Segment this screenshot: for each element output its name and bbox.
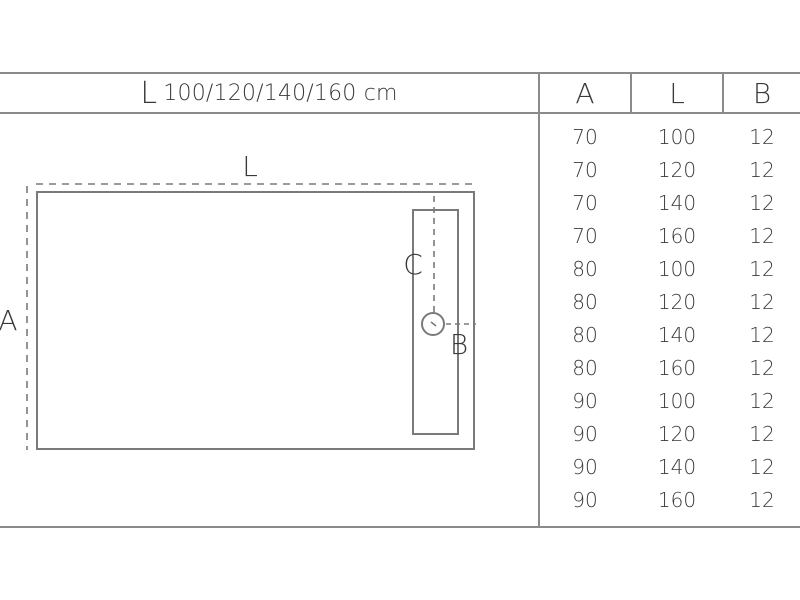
table-cell-a: 80 bbox=[572, 323, 598, 347]
width-label: A bbox=[0, 304, 18, 337]
length-label: L bbox=[242, 150, 258, 183]
table-cell-l: 160 bbox=[657, 224, 697, 248]
table-cell-a: 80 bbox=[572, 356, 598, 380]
table-cell-l: 160 bbox=[657, 356, 697, 380]
table-cell-a: 70 bbox=[572, 158, 598, 182]
table-cell-b: 12 bbox=[749, 191, 775, 215]
table-bottom-border bbox=[0, 526, 800, 528]
table-cell-a: 90 bbox=[572, 422, 598, 446]
column-header-l: L bbox=[669, 76, 685, 110]
table-cell-a: 70 bbox=[572, 191, 598, 215]
table-cell-b: 12 bbox=[749, 422, 775, 446]
table-cell-b: 12 bbox=[749, 323, 775, 347]
table-cell-l: 140 bbox=[657, 191, 697, 215]
dimension-header: L 100/120/140/160 cm bbox=[0, 74, 538, 112]
table-cell-b: 12 bbox=[749, 290, 775, 314]
table-cell-l: 140 bbox=[657, 455, 697, 479]
column-header-b: B bbox=[752, 76, 772, 110]
header-bottom-border bbox=[0, 112, 800, 114]
dimension-sizes: 100/120/140/160 cm bbox=[163, 80, 398, 106]
table-cell-b: 12 bbox=[749, 257, 775, 281]
table-cell-l: 120 bbox=[657, 290, 697, 314]
drain-channel bbox=[412, 209, 459, 435]
dimension-letter: L bbox=[140, 75, 158, 111]
table-cell-a: 70 bbox=[572, 224, 598, 248]
table-cell-a: 90 bbox=[572, 488, 598, 512]
table-cell-l: 160 bbox=[657, 488, 697, 512]
table-cell-b: 12 bbox=[749, 455, 775, 479]
table-cell-b: 12 bbox=[749, 125, 775, 149]
table-divider bbox=[538, 72, 540, 528]
column-divider-1 bbox=[630, 72, 632, 113]
tray-outline bbox=[36, 191, 475, 450]
drain-center-mark bbox=[430, 321, 437, 327]
table-cell-b: 12 bbox=[749, 356, 775, 380]
table-top-border bbox=[0, 72, 800, 74]
table-cell-b: 12 bbox=[749, 158, 775, 182]
table-cell-l: 120 bbox=[657, 422, 697, 446]
table-cell-a: 80 bbox=[572, 257, 598, 281]
table-cell-l: 140 bbox=[657, 323, 697, 347]
table-cell-b: 12 bbox=[749, 224, 775, 248]
table-cell-b: 12 bbox=[749, 389, 775, 413]
table-cell-a: 80 bbox=[572, 290, 598, 314]
table-cell-a: 70 bbox=[572, 125, 598, 149]
table-cell-l: 100 bbox=[657, 389, 697, 413]
table-cell-a: 90 bbox=[572, 389, 598, 413]
table-cell-l: 120 bbox=[657, 158, 697, 182]
column-divider-2 bbox=[722, 72, 724, 113]
column-header-a: A bbox=[575, 76, 595, 110]
drain-offset-label: C bbox=[403, 248, 423, 281]
table-cell-l: 100 bbox=[657, 125, 697, 149]
table-cell-b: 12 bbox=[749, 488, 775, 512]
table-cell-l: 100 bbox=[657, 257, 697, 281]
table-cell-a: 90 bbox=[572, 455, 598, 479]
channel-width-label: B bbox=[450, 328, 468, 361]
